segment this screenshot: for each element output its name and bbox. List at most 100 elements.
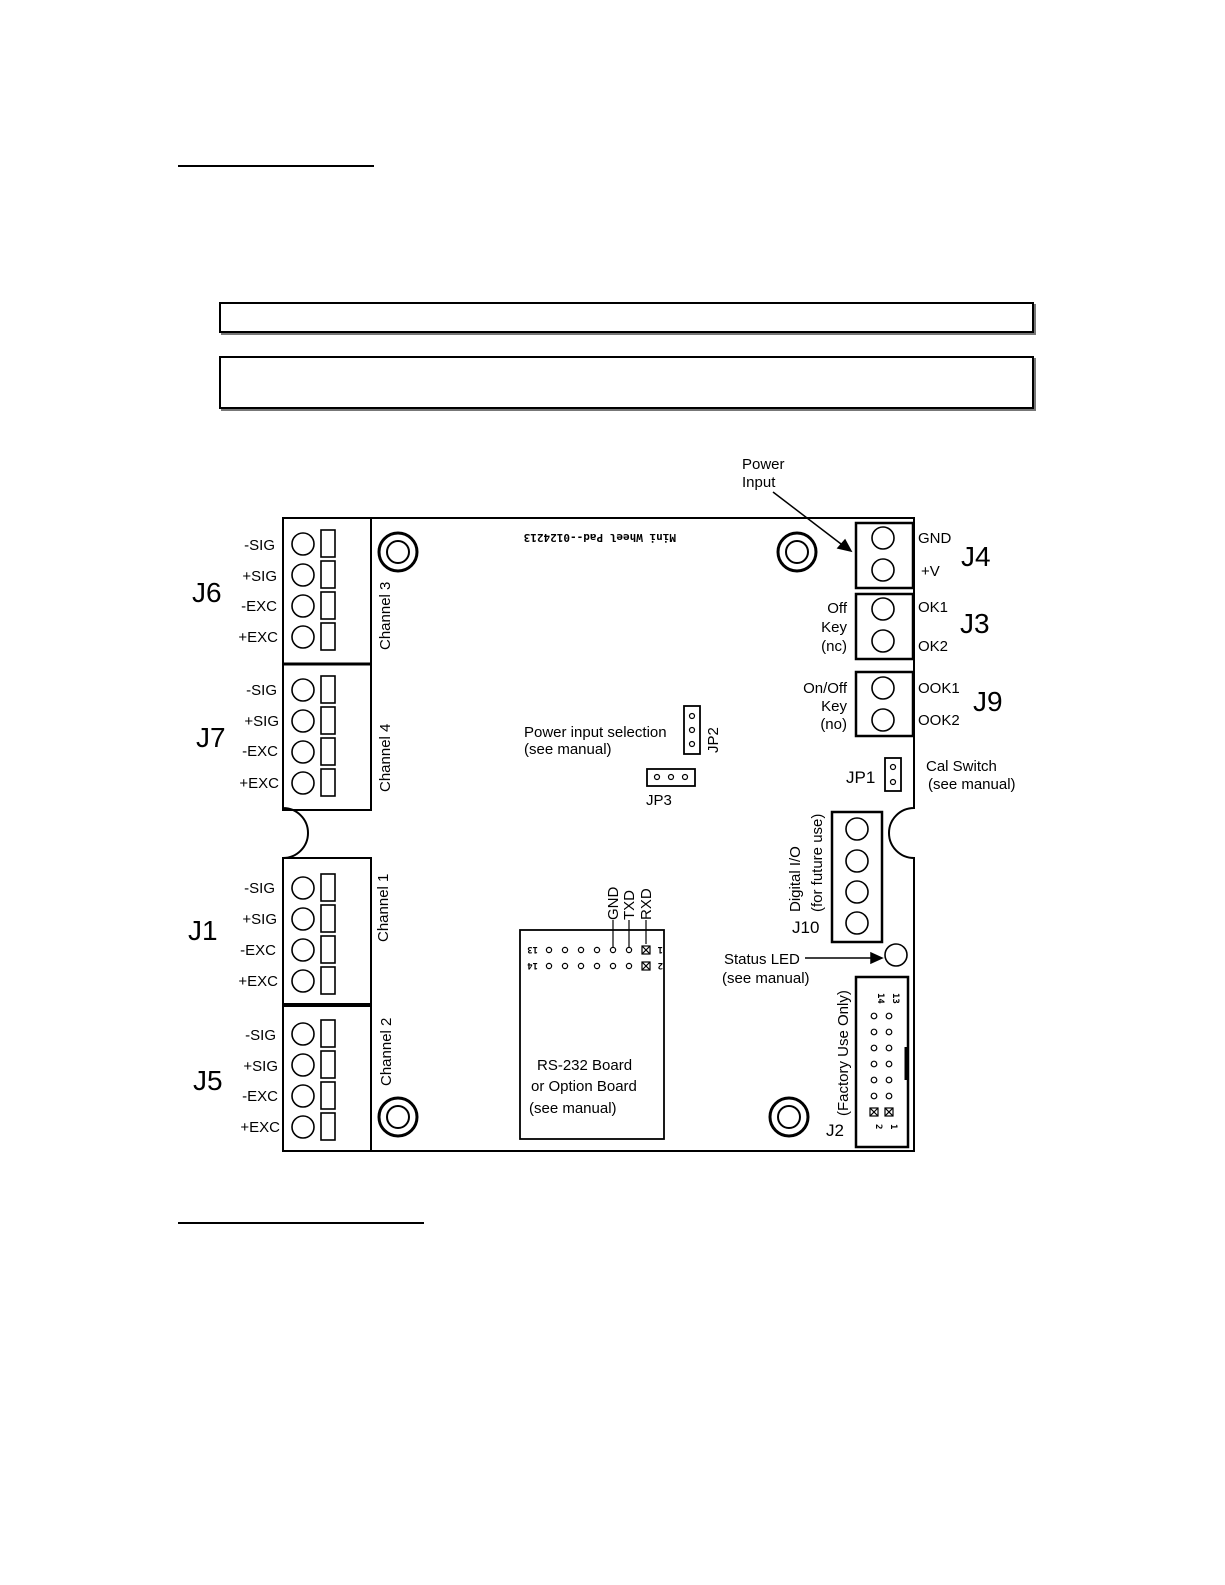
svg-text:-EXC: -EXC [241,598,277,615]
j3-description: Off Key (nc) [821,600,848,655]
status-led-desc-2: (see manual) [722,970,810,987]
power-input-label-1: Power [742,456,785,473]
j7-pin-labels: -SIG +SIG -EXC +EXC [239,682,279,792]
j2-square-pin [884,1107,894,1117]
j10-connector [830,810,884,944]
power-input-arrow [772,491,853,553]
svg-text:(nc): (nc) [821,638,847,655]
j10-desc-2: (for future use) [809,814,826,912]
mount-hole-bottom-left [377,1096,419,1138]
terminal-hole [291,1115,315,1139]
j4-label: J4 [961,541,991,572]
j9-pin-ook1: OOK1 [918,680,960,697]
terminal-hole [291,709,315,733]
mount-hole-top-right [776,531,818,573]
terminal-screw [320,622,336,651]
terminal-screw [320,768,336,797]
j1-pin-labels: -SIG +SIG -EXC +EXC [238,880,278,990]
rs232-pin [625,946,633,954]
terminal-hole [291,969,315,993]
svg-text:Off: Off [827,600,848,617]
channel-4-label: Channel 4 [377,724,394,792]
left-connector-pins [291,529,336,1141]
j2-pin [870,1060,878,1068]
rs232-pin [561,946,569,954]
rs232-pin-1: 1 [658,944,663,954]
blank-box-2 [219,356,1034,409]
j2-pin [870,1092,878,1100]
j2-pin [885,1012,893,1020]
svg-text:Key: Key [821,619,847,636]
terminal-hole [291,678,315,702]
terminal-hole [291,1084,315,1108]
rs232-desc-2: or Option Board [531,1078,637,1095]
j2-pin-2: 2 [873,1124,883,1129]
j2-pin [885,1076,893,1084]
rs232-pin-row [545,945,651,971]
rs232-signal-txd: TXD [621,890,638,920]
jp3-header [646,768,696,787]
j2-pin [885,1060,893,1068]
terminal-screw [320,935,336,964]
terminal-hole [291,625,315,649]
svg-text:+SIG: +SIG [243,1058,278,1075]
j2-pin [870,1044,878,1052]
status-led [884,943,908,967]
j2-label: J2 [826,1121,844,1140]
mounting-holes [377,531,818,1138]
terminal-hole [291,938,315,962]
j2-pin-1: 1 [888,1124,898,1129]
j2-pin [885,1028,893,1036]
j3-label: J3 [960,608,990,639]
terminal-screw [320,560,336,589]
terminal-hole [291,1053,315,1077]
svg-text:-SIG: -SIG [244,537,275,554]
board-silkscreen: Mini Wheel Pad--0124213 [524,531,676,544]
status-led-arrow [805,951,884,965]
j1-label: J1 [188,915,218,946]
svg-text:+SIG: +SIG [242,568,277,585]
terminal-hole [291,907,315,931]
svg-text:-SIG: -SIG [244,880,275,897]
svg-text:-EXC: -EXC [242,743,278,760]
rs232-pin [593,946,601,954]
j2-pin [885,1092,893,1100]
svg-text:On/Off: On/Off [803,680,848,697]
j5-pin-labels: -SIG +SIG -EXC +EXC [240,1027,280,1136]
svg-text:Key: Key [821,698,847,715]
j2-pin-grid [869,1012,894,1117]
terminal-hole [291,532,315,556]
j7-block [282,663,372,811]
j2-pin [870,1012,878,1020]
j2-pin [885,1044,893,1052]
board-outline [282,517,915,1152]
j4-pin-v: +V [921,563,940,580]
j2-pin [870,1076,878,1084]
jp3-label: JP3 [646,792,672,809]
terminal-hole [291,563,315,587]
terminal-screw [320,675,336,704]
terminal-screw [320,966,336,995]
rs232-pin-14: 14 [527,960,538,970]
j6-block [282,517,372,665]
rs232-pin [625,962,633,970]
svg-text:+EXC: +EXC [239,775,279,792]
svg-text:+SIG: +SIG [244,713,279,730]
rs232-desc-1: RS-232 Board [537,1057,632,1074]
rs232-pin [561,962,569,970]
jp1-desc-1: Cal Switch [926,758,997,775]
j3-pin-ok1: OK1 [918,599,948,616]
terminal-hole [291,876,315,900]
jp1-label: JP1 [846,768,875,787]
j6-label: J6 [192,577,222,608]
top-underline [178,165,374,167]
rs232-square-pin [641,945,651,955]
blank-box-1 [219,302,1034,333]
svg-text:-SIG: -SIG [245,1027,276,1044]
jp2-header [683,705,701,755]
rs232-pin [609,962,617,970]
jp1-desc-2: (see manual) [928,776,1016,793]
terminal-screw [320,1081,336,1110]
status-led-desc-1: Status LED [724,951,800,968]
jp2-desc-1: Power input selection [524,724,667,741]
